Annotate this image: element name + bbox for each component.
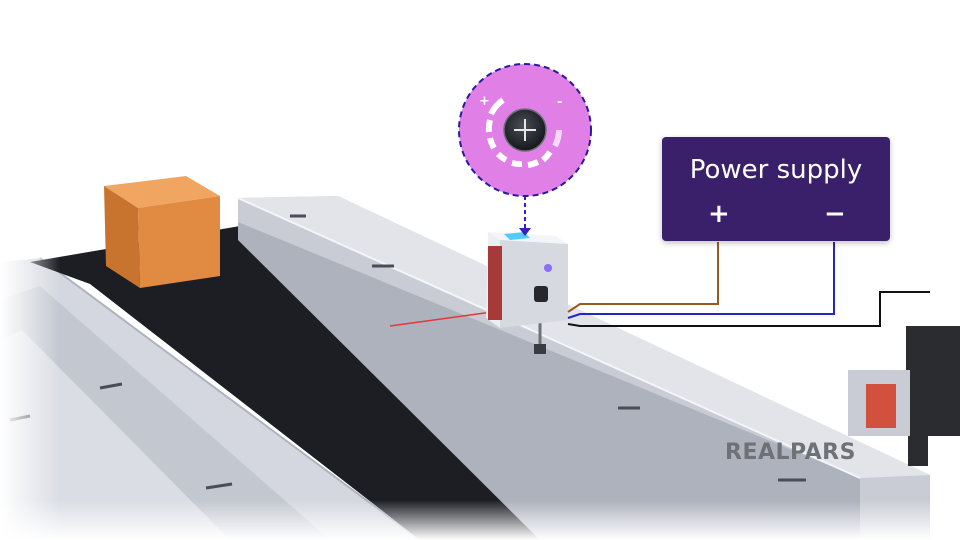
output-device <box>848 326 960 466</box>
laser-beam <box>389 311 493 327</box>
adjuster-minus-mark: - <box>557 95 562 110</box>
wiring <box>567 242 930 327</box>
power-supply-title: Power supply <box>689 155 863 185</box>
power-supply-negative-terminal: − <box>824 199 846 229</box>
realpars-logo: REALPARS <box>725 440 856 465</box>
edge-fade-bottom <box>0 500 960 540</box>
edge-fade-left <box>0 250 60 540</box>
positive-wire <box>567 242 719 313</box>
photoelectric-sensor <box>486 232 568 354</box>
power-supply-box: Power supply + − <box>662 137 890 241</box>
adjuster-zoom-circle: + - <box>458 63 592 197</box>
sensitivity-scale-ticks <box>485 97 562 168</box>
cardboard-box <box>104 176 220 288</box>
right-conveyor-rail <box>237 196 930 540</box>
adjuster-plus-mark: + <box>479 94 490 109</box>
power-supply-positive-terminal: + <box>708 199 730 229</box>
signal-wire <box>567 291 930 327</box>
negative-wire <box>567 242 835 319</box>
